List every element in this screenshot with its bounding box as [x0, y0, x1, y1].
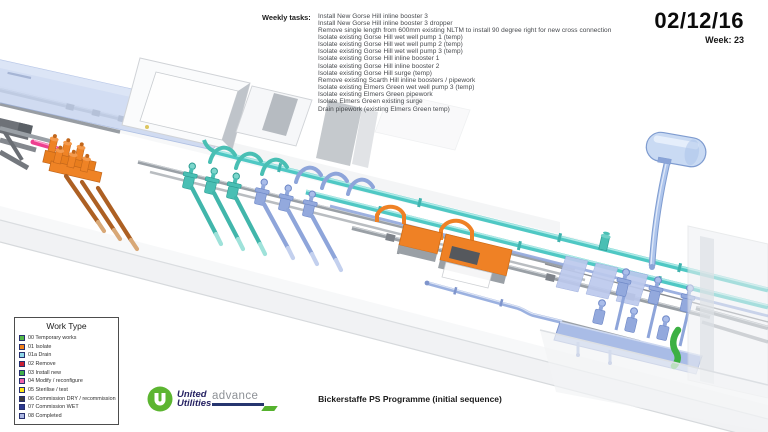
legend-row: 03 Install new	[15, 368, 118, 377]
legend-swatch	[19, 404, 25, 411]
isolate-booster-boxes	[375, 204, 513, 289]
install-new-valve-green	[670, 326, 682, 370]
legend-swatch	[19, 378, 25, 385]
small-fitting	[145, 125, 149, 129]
isolate-pump-group-orange	[42, 134, 140, 252]
advance-logo: advance	[212, 390, 282, 411]
legend-label: 08 Completed	[28, 413, 62, 420]
task-item: Isolate existing Elmers Green wet well p…	[318, 84, 475, 92]
advance-tagline-bar	[212, 403, 278, 411]
valve-row-lower	[592, 299, 670, 341]
united-utilities-logo: United Utilities	[146, 385, 211, 413]
uu-wordmark-line1: United	[177, 389, 207, 400]
week-number: Week: 23	[705, 35, 744, 45]
legend-row: 01a Drain	[15, 351, 118, 360]
legend-swatch	[19, 343, 25, 350]
wet-well-3	[374, 91, 471, 151]
legend-swatch	[19, 334, 25, 341]
slide-title: Bickerstaffe PS Programme (initial seque…	[318, 394, 502, 404]
advance-wordmark: advance	[212, 390, 259, 402]
legend-swatch	[19, 413, 25, 420]
teal-valve-stub	[598, 231, 611, 252]
work-type-legend: Work Type 00 Temporary works 01 Isolate …	[14, 317, 119, 426]
completed-pump-group-blue	[254, 165, 375, 273]
legend-row: 02 Remove	[15, 360, 118, 369]
white-plinth	[441, 261, 493, 289]
tank-label-streak	[7, 71, 32, 80]
task-item: Isolate existing Gorse Hill wet well pum…	[318, 33, 463, 41]
united-utilities-roundel-icon	[147, 386, 173, 412]
legend-row: 01 Isolate	[15, 342, 118, 351]
weekly-tasks-heading: Weekly tasks:	[262, 13, 311, 22]
task-item: Isolate existing Gorse Hill inline boost…	[318, 62, 440, 70]
legend-swatch	[19, 369, 25, 376]
blue-pump-valves	[254, 178, 318, 218]
task-item: Remove existing Scarth Hill inline boost…	[318, 76, 476, 84]
legend-label: 00 Temporary works	[28, 334, 77, 341]
legend-label: 07 Commission WET	[28, 404, 79, 411]
temp-pump-group-teal	[182, 145, 289, 257]
legend-row: 07 Commission WET	[15, 403, 118, 412]
legend-label: 02 Remove	[28, 360, 56, 367]
weekly-tasks-list: Install New Gorse Hill inline booster 3 …	[318, 13, 611, 113]
orange-jumper-1	[375, 204, 406, 224]
legend-label: 03 Install new	[28, 369, 61, 376]
teal-pump-valves	[182, 162, 242, 200]
copper-suction-pipes	[63, 173, 140, 252]
legend-swatch	[19, 360, 25, 367]
legend-swatch	[19, 386, 25, 393]
wall-panels-mid	[316, 91, 471, 168]
legend-swatch	[19, 395, 25, 402]
surge-riser	[649, 162, 670, 267]
task-item: Install New Gorse Hill inline booster 3	[318, 12, 428, 20]
legend-label: 01 Isolate	[28, 343, 52, 350]
surge-vessel	[645, 131, 707, 270]
right-wall	[539, 225, 768, 432]
orange-jumper-2	[439, 218, 474, 242]
blue-arch-pipes	[294, 165, 375, 196]
legend-row: 05 Sterilise / test	[15, 386, 118, 395]
wet-well-2	[235, 85, 313, 147]
legend-row: 04 Modify / reconfigure	[15, 377, 118, 386]
task-item: Remove single length from 600mm existing…	[318, 26, 612, 34]
task-item: Install New Gorse Hill inline booster 3 …	[318, 19, 453, 27]
wet-well-1	[121, 57, 251, 151]
legend-row: 00 Temporary works	[15, 334, 118, 343]
date-block: 02/12/16 Week: 23	[654, 8, 744, 46]
uu-wordmark-line2: Utilities	[177, 398, 212, 409]
task-item: Isolate existing Gorse Hill wet well pum…	[318, 41, 463, 49]
teal-arch-pipes	[208, 145, 289, 176]
blue-down-pipes	[261, 201, 344, 273]
legend-label: 06 Commission DRY / recommission	[28, 395, 116, 402]
task-item: Isolate Elmers Green existing surge	[318, 98, 423, 106]
teal-down-pipes	[189, 185, 268, 257]
task-item: Isolate existing Gorse Hill surge (temp)	[318, 69, 432, 77]
orange-pump-cylinders	[47, 134, 92, 173]
valve-stems	[614, 295, 690, 347]
task-item: Isolate existing Elmers Green pipework	[318, 91, 433, 99]
task-item: Isolate existing Gorse Hill wet well pum…	[318, 48, 463, 56]
dark-control-box	[449, 246, 480, 265]
legend-label: 05 Sterilise / test	[28, 386, 68, 393]
legend-row: 08 Completed	[15, 412, 118, 421]
pump-plinth-plates	[555, 255, 649, 307]
legend-swatch	[19, 352, 25, 359]
legend-label: 01a Drain	[28, 352, 52, 359]
legend-label: 04 Modify / reconfigure	[28, 378, 83, 385]
legend-title: Work Type	[46, 321, 87, 331]
date-value: 02/12/16	[654, 8, 744, 33]
legend-row: 06 Commission DRY / recommission	[15, 394, 118, 403]
task-item: Drain pipework (existing Elmers Green te…	[318, 105, 450, 113]
task-item: Isolate existing Gorse Hill inline boost…	[318, 55, 440, 63]
